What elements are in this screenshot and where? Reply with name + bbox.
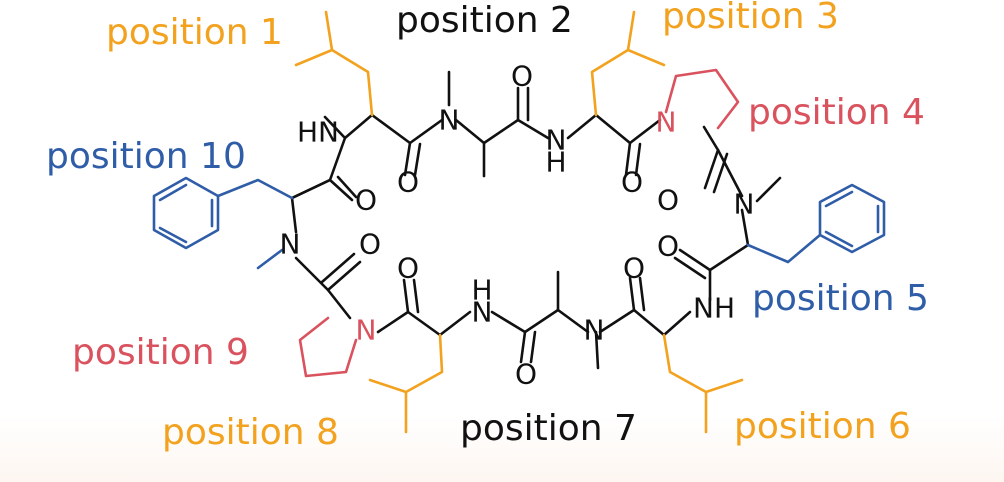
bond-c-o-1b — [413, 142, 422, 177]
bond-c-o-7b — [529, 330, 537, 364]
bond-c-o-9 — [326, 260, 362, 292]
label-position-5: position 5 — [752, 278, 929, 319]
bond-pos2-backbone — [454, 118, 550, 145]
atom-h-3: H — [545, 146, 566, 179]
bond-c-o-1 — [403, 141, 412, 177]
label-position-8: position 8 — [162, 412, 339, 453]
atom-o-4: O — [657, 184, 679, 217]
atom-o-6: O — [623, 252, 645, 285]
atom-o-8: O — [397, 252, 419, 285]
bond-c-o-6b — [638, 276, 646, 312]
atom-nh-6: NH — [693, 292, 735, 325]
bond-c-o-7 — [519, 330, 527, 364]
bond-c-o-9b — [320, 252, 356, 284]
bond-c-o-4b — [712, 152, 729, 194]
bond-pos10-backbone — [290, 178, 354, 234]
atom-n-10: N — [280, 228, 301, 261]
bond-pos6-backbone — [598, 308, 692, 337]
atom-o-1: O — [397, 166, 419, 199]
atom-o-3: O — [621, 166, 643, 199]
label-position-3: position 3 — [662, 0, 839, 37]
atom-o-10: O — [355, 184, 377, 217]
side-chain-position-8 — [368, 333, 444, 434]
bond-c-o-8 — [402, 278, 410, 314]
label-position-7: position 7 — [460, 408, 637, 449]
bond-pos1-backbone — [343, 113, 444, 145]
atom-o-2: O — [511, 60, 533, 93]
label-position-4: position 4 — [748, 92, 925, 133]
bond-n-methyl-7 — [594, 330, 600, 370]
side-chain-position-10 — [152, 176, 294, 270]
atom-n-7: N — [584, 314, 605, 347]
backbone-bonds — [290, 70, 782, 370]
side-chain-position-3 — [590, 10, 666, 117]
bond-pos4-backbone — [702, 125, 744, 198]
bond-c-o-6 — [628, 276, 636, 312]
atom-o-7: O — [515, 358, 537, 391]
bond-c-o-4 — [703, 148, 720, 190]
atom-o-5: O — [657, 230, 679, 263]
atom-n-9: N — [356, 314, 377, 347]
label-position-2: position 2 — [396, 0, 573, 41]
bond-c-o-5b — [673, 256, 707, 280]
side-chain-position-1 — [294, 10, 374, 117]
bond-c-o-10 — [336, 175, 358, 199]
bond-pos3-backbone — [566, 113, 662, 145]
atom-n-5: N — [734, 188, 755, 221]
atom-labels: HN O N O N H O N O N O NH O N O H N O N … — [280, 60, 755, 391]
label-position-1: position 1 — [106, 12, 283, 53]
atom-n-8: N — [472, 296, 493, 329]
side-chain-position-4 — [664, 68, 740, 130]
atom-h-8: H — [471, 274, 492, 307]
atom-n-4: N — [656, 106, 677, 139]
bond-c-o-3 — [624, 141, 632, 177]
bond-c-o-8b — [412, 278, 420, 314]
label-position-6: position 6 — [734, 406, 911, 447]
atom-o-9: O — [359, 228, 381, 261]
atom-n-2: N — [439, 104, 460, 137]
position-labels: position 1 position 2 position 3 positio… — [46, 0, 929, 453]
side-chain-position-6 — [662, 333, 744, 434]
bond-c-o-5 — [678, 248, 712, 272]
bond-pos9-backbone — [294, 256, 352, 320]
side-chain-position-5 — [746, 183, 886, 264]
atom-n-3: N — [546, 124, 567, 157]
atom-hn-1: HN — [297, 116, 339, 149]
bond-n-methyl-5 — [755, 176, 782, 203]
bond-c-o-3b — [634, 142, 642, 177]
side-chain-position-9 — [298, 316, 358, 378]
label-position-10: position 10 — [46, 136, 246, 177]
bond-pos7-backbone — [490, 308, 590, 334]
label-position-9: position 9 — [72, 332, 249, 373]
bond-pos8-backbone — [376, 310, 472, 337]
